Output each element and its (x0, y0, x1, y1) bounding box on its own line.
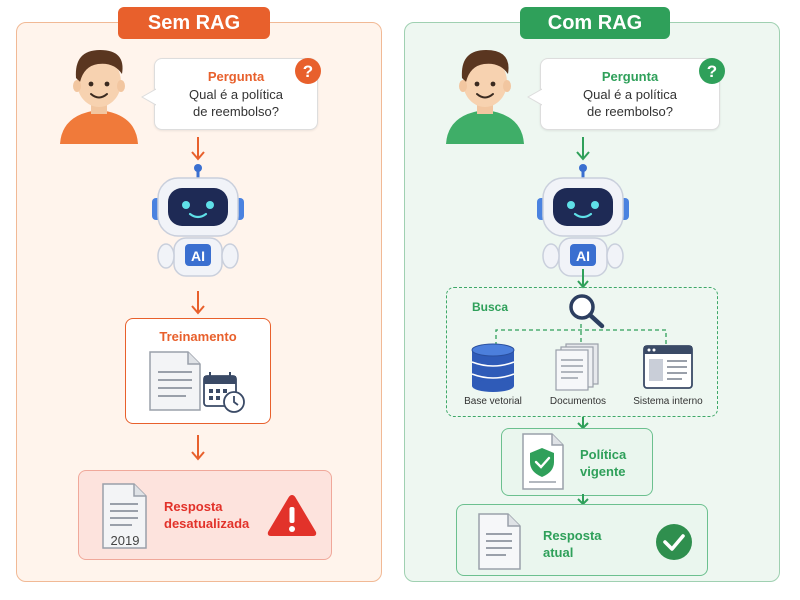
current-answer-line-1: Resposta (543, 528, 602, 543)
outdated-answer-line-1: Resposta (164, 499, 223, 514)
document-icon (478, 513, 521, 570)
svg-text:?: ? (303, 62, 313, 81)
magnifier-icon (569, 294, 605, 329)
question-line-1-right: Qual é a política (583, 87, 677, 102)
ai-badge-right: AI (576, 248, 590, 264)
question-mark-icon: ? (699, 58, 725, 84)
question-mark-icon: ? (295, 58, 321, 84)
current-policy-line-1: Política (580, 447, 627, 462)
document-year: 2019 (110, 533, 140, 548)
source-label-base-vetorial: Base vetorial (464, 396, 522, 407)
ai-badge-left: AI (191, 248, 205, 264)
arrow-down-icon (191, 291, 205, 315)
question-line-2-right: de reembolso? (587, 104, 673, 119)
system-window-icon (643, 345, 693, 389)
arrow-down-icon (576, 137, 590, 161)
check-circle-icon (656, 524, 692, 560)
question-line-2-left: de reembolso? (193, 104, 279, 119)
robot-icon-right (537, 164, 629, 277)
search-connectors (495, 324, 667, 346)
search-box (446, 287, 718, 417)
outdated-answer-line-2: desatualizada (164, 516, 250, 531)
document-icon (102, 483, 147, 549)
source-label-sistema-interno: Sistema interno (633, 396, 703, 407)
current-policy-label: Política vigente (580, 446, 626, 480)
current-policy-line-2: vigente (580, 464, 626, 479)
search-label: Busca (472, 300, 509, 314)
arrow-down-icon (191, 137, 205, 161)
current-answer-label: Resposta atual (543, 527, 602, 561)
bubble-tail-right (526, 88, 542, 106)
question-bubble-left: Pergunta Qual é a política de reembolso? (154, 58, 318, 130)
question-title-left: Pergunta (207, 69, 265, 84)
title-com-rag: Com RAG (520, 7, 670, 39)
person-icon-right (446, 50, 524, 144)
document-calendar-icon (149, 351, 245, 413)
question-title-right: Pergunta (601, 69, 659, 84)
documents-icon (555, 343, 599, 391)
shield-document-icon (522, 433, 564, 490)
title-sem-rag: Sem RAG (118, 7, 270, 39)
bubble-tail-left (140, 88, 156, 106)
outdated-answer-label: Resposta desatualizada (164, 498, 264, 532)
current-answer-line-2: atual (543, 545, 574, 560)
training-label: Treinamento (159, 329, 237, 344)
arrow-down-icon (191, 435, 205, 461)
person-icon-left (60, 50, 138, 144)
database-icon (471, 343, 515, 392)
source-label-documentos: Documentos (549, 396, 607, 407)
warning-icon (267, 495, 317, 536)
question-line-1-left: Qual é a política (189, 87, 283, 102)
robot-icon-left (152, 164, 244, 277)
question-bubble-right: Pergunta Qual é a política de reembolso? (540, 58, 720, 130)
svg-text:?: ? (707, 62, 717, 81)
